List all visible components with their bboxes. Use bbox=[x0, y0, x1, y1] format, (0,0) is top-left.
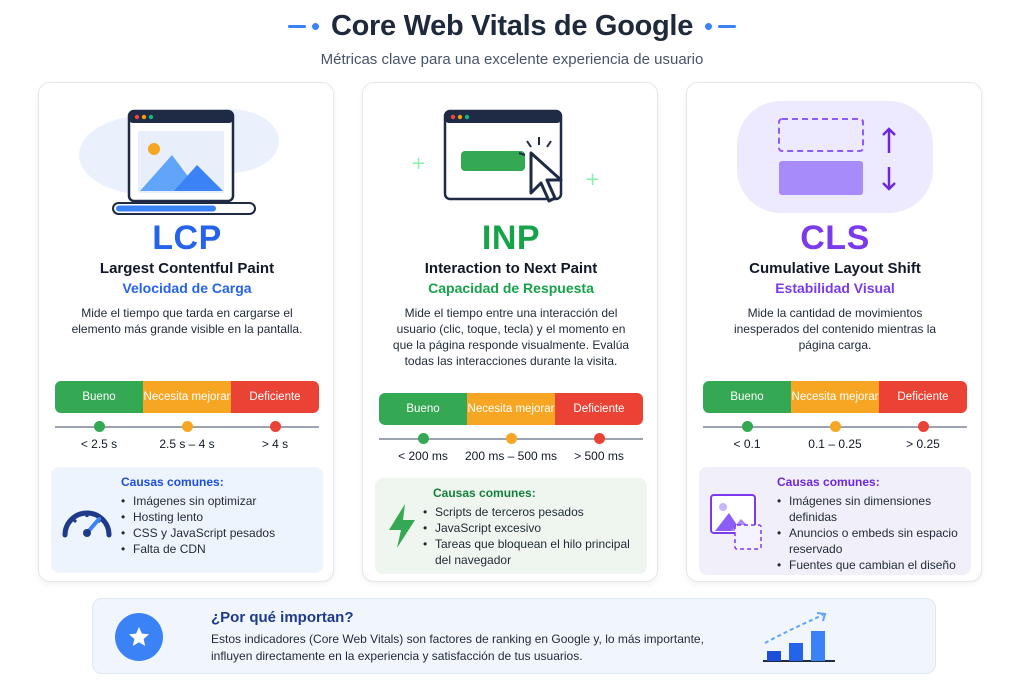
threshold-dot-good bbox=[418, 433, 429, 444]
metric-acronym: INP bbox=[481, 219, 541, 257]
browser-image-loading-icon bbox=[79, 109, 279, 215]
causes-title: Causas comunes: bbox=[121, 475, 224, 489]
lightning-icon bbox=[389, 504, 415, 548]
common-causes: Causas comunes: Imágenes sin optimizar H… bbox=[51, 467, 323, 573]
metric-category: Estabilidad Visual bbox=[775, 280, 895, 296]
list-item: Scripts de terceros pesados bbox=[423, 504, 639, 520]
svg-text:+: + bbox=[411, 153, 426, 174]
rating-good: Bueno bbox=[379, 393, 467, 425]
speedometer-icon bbox=[62, 510, 112, 538]
layout-shift-icon bbox=[737, 101, 933, 213]
cursor-click-icon: + + bbox=[411, 109, 600, 203]
metric-acronym: LCP bbox=[152, 219, 222, 257]
title-decoration-left bbox=[287, 23, 319, 30]
metric-category: Capacidad de Respuesta bbox=[428, 280, 594, 296]
threshold-good: < 200 ms bbox=[398, 449, 448, 463]
causes-title: Causas comunes: bbox=[433, 486, 536, 500]
rating-needs-improvement: Necesita mejorar bbox=[143, 381, 231, 413]
threshold-dot-mid bbox=[830, 421, 841, 432]
title-decoration-right bbox=[705, 23, 737, 30]
metric-card-lcp: LCP Largest Contentful Paint Velocidad d… bbox=[38, 82, 334, 582]
rating-bar: Bueno Necesita mejorar Deficiente bbox=[55, 381, 319, 413]
list-item: Anuncios o embeds sin espacio reservado bbox=[777, 525, 967, 557]
rating-good: Bueno bbox=[55, 381, 143, 413]
header: Core Web Vitals de Google Métricas clave… bbox=[0, 10, 1024, 68]
metric-description: Mide el tiempo que tarda en cargarse el … bbox=[71, 306, 303, 336]
threshold-dot-mid bbox=[506, 433, 517, 444]
threshold-dot-bad bbox=[594, 433, 605, 444]
threshold-poor: > 500 ms bbox=[574, 449, 624, 463]
causes-list: Imágenes sin optimizar Hosting lento CSS… bbox=[121, 493, 321, 557]
threshold-mid: 0.1 – 0.25 bbox=[808, 437, 862, 451]
rating-poor: Deficiente bbox=[879, 381, 967, 413]
rating-bar: Bueno Necesita mejorar Deficiente bbox=[703, 381, 967, 413]
metric-description: Mide la cantidad de movimientos inespera… bbox=[733, 306, 937, 352]
rating-poor: Deficiente bbox=[555, 393, 643, 425]
threshold-poor: > 0.25 bbox=[906, 437, 940, 451]
page-subtitle: Métricas clave para una excelente experi… bbox=[320, 51, 704, 68]
list-item: Imágenes sin dimensiones definidas bbox=[777, 493, 967, 525]
metric-name: Cumulative Layout Shift bbox=[749, 260, 921, 277]
list-item: Imágenes sin optimizar bbox=[121, 493, 321, 509]
metric-card-inp: + + INP Interaction to Next Paint Capaci… bbox=[362, 82, 658, 582]
threshold-mid: 200 ms – 500 ms bbox=[464, 449, 558, 463]
list-item: Falta de CDN bbox=[121, 541, 321, 557]
rating-bar: Bueno Necesita mejorar Deficiente bbox=[379, 393, 643, 425]
why-text: Estos indicadores (Core Web Vitals) son … bbox=[211, 632, 704, 663]
threshold-scale: < 0.1 0.1 – 0.25 > 0.25 bbox=[703, 418, 967, 451]
star-badge-icon bbox=[115, 613, 163, 661]
causes-list: Scripts de terceros pesados JavaScript e… bbox=[423, 504, 639, 568]
threshold-dot-good bbox=[742, 421, 753, 432]
threshold-dot-bad bbox=[270, 421, 281, 432]
growth-bar-chart-icon bbox=[763, 612, 835, 662]
causes-list: Imágenes sin dimensiones definidas Anunc… bbox=[777, 493, 967, 573]
list-item: Tareas que bloquean el hilo principal de… bbox=[423, 536, 639, 568]
common-causes: Causas comunes: Imágenes sin dimensiones… bbox=[699, 467, 971, 575]
rating-good: Bueno bbox=[703, 381, 791, 413]
threshold-poor: > 4 s bbox=[261, 437, 289, 451]
threshold-dot-mid bbox=[182, 421, 193, 432]
threshold-mid: 2.5 s – 4 s bbox=[159, 437, 215, 451]
metric-acronym: CLS bbox=[800, 219, 870, 257]
causes-title: Causas comunes: bbox=[777, 475, 880, 489]
metric-description: Mide el tiempo entre una interacción del… bbox=[392, 306, 630, 368]
threshold-scale: < 200 ms 200 ms – 500 ms > 500 ms bbox=[379, 430, 643, 463]
metric-name: Largest Contentful Paint bbox=[99, 260, 275, 277]
metric-card-cls: CLS Cumulative Layout Shift Estabilidad … bbox=[686, 82, 982, 582]
svg-text:+: + bbox=[585, 169, 600, 190]
threshold-scale: < 2.5 s 2.5 s – 4 s > 4 s bbox=[55, 418, 319, 451]
rating-poor: Deficiente bbox=[231, 381, 319, 413]
list-item: Hosting lento bbox=[121, 509, 321, 525]
threshold-good: < 2.5 s bbox=[80, 437, 118, 451]
threshold-dot-bad bbox=[918, 421, 929, 432]
why-it-matters-panel: ¿Por qué importan? Estos indicadores (Co… bbox=[92, 598, 936, 674]
list-item: CSS y JavaScript pesados bbox=[121, 525, 321, 541]
metric-category: Velocidad de Carga bbox=[122, 280, 252, 296]
why-title: ¿Por qué importan? bbox=[211, 609, 354, 626]
threshold-good: < 0.1 bbox=[733, 437, 761, 451]
image-placeholder-icon bbox=[710, 494, 762, 550]
common-causes: Causas comunes: Scripts de terceros pesa… bbox=[375, 478, 647, 574]
rating-needs-improvement: Necesita mejorar bbox=[467, 393, 555, 425]
page-title: Core Web Vitals de Google bbox=[330, 10, 694, 42]
list-item: JavaScript excesivo bbox=[423, 520, 639, 536]
threshold-dot-good bbox=[94, 421, 105, 432]
rating-needs-improvement: Necesita mejorar bbox=[791, 381, 879, 413]
metric-name: Interaction to Next Paint bbox=[424, 260, 598, 277]
list-item: Fuentes que cambian el diseño bbox=[777, 557, 967, 573]
